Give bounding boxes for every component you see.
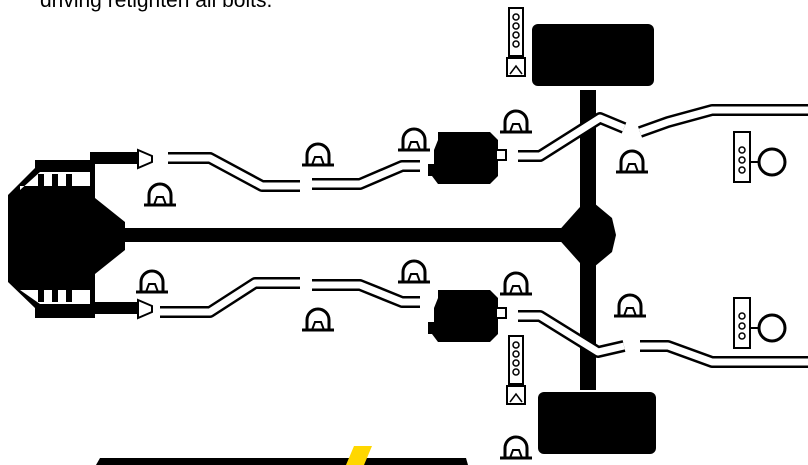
clamp-icon <box>498 435 534 460</box>
clamp-icon <box>612 293 648 318</box>
tire-top <box>532 24 654 86</box>
tailpipe-hanger-icon <box>733 297 787 349</box>
tailpipe-hanger-icon <box>733 131 787 183</box>
tire-bottom <box>538 392 656 454</box>
pipes <box>160 104 808 368</box>
clamp-icon <box>300 307 336 332</box>
clamp-icon <box>396 259 432 284</box>
muffler-top <box>428 132 507 184</box>
clamp-icon <box>134 269 170 294</box>
hanger-icon <box>506 7 526 77</box>
engine-block <box>8 148 153 320</box>
hangers <box>506 7 787 405</box>
muffler-bottom <box>428 290 507 342</box>
clamp-icon <box>396 127 432 152</box>
rear-axle <box>580 90 596 390</box>
driveshaft <box>120 228 580 242</box>
clamp-icon <box>300 142 336 167</box>
clamp-icon <box>498 109 534 134</box>
clamp-icon <box>498 271 534 296</box>
bottom-banner <box>96 446 468 465</box>
instruction-text: driving retighten all bolts. <box>40 0 273 12</box>
clamp-icon <box>142 182 178 207</box>
clamp-icon <box>614 149 650 174</box>
hanger-icon <box>506 335 526 405</box>
